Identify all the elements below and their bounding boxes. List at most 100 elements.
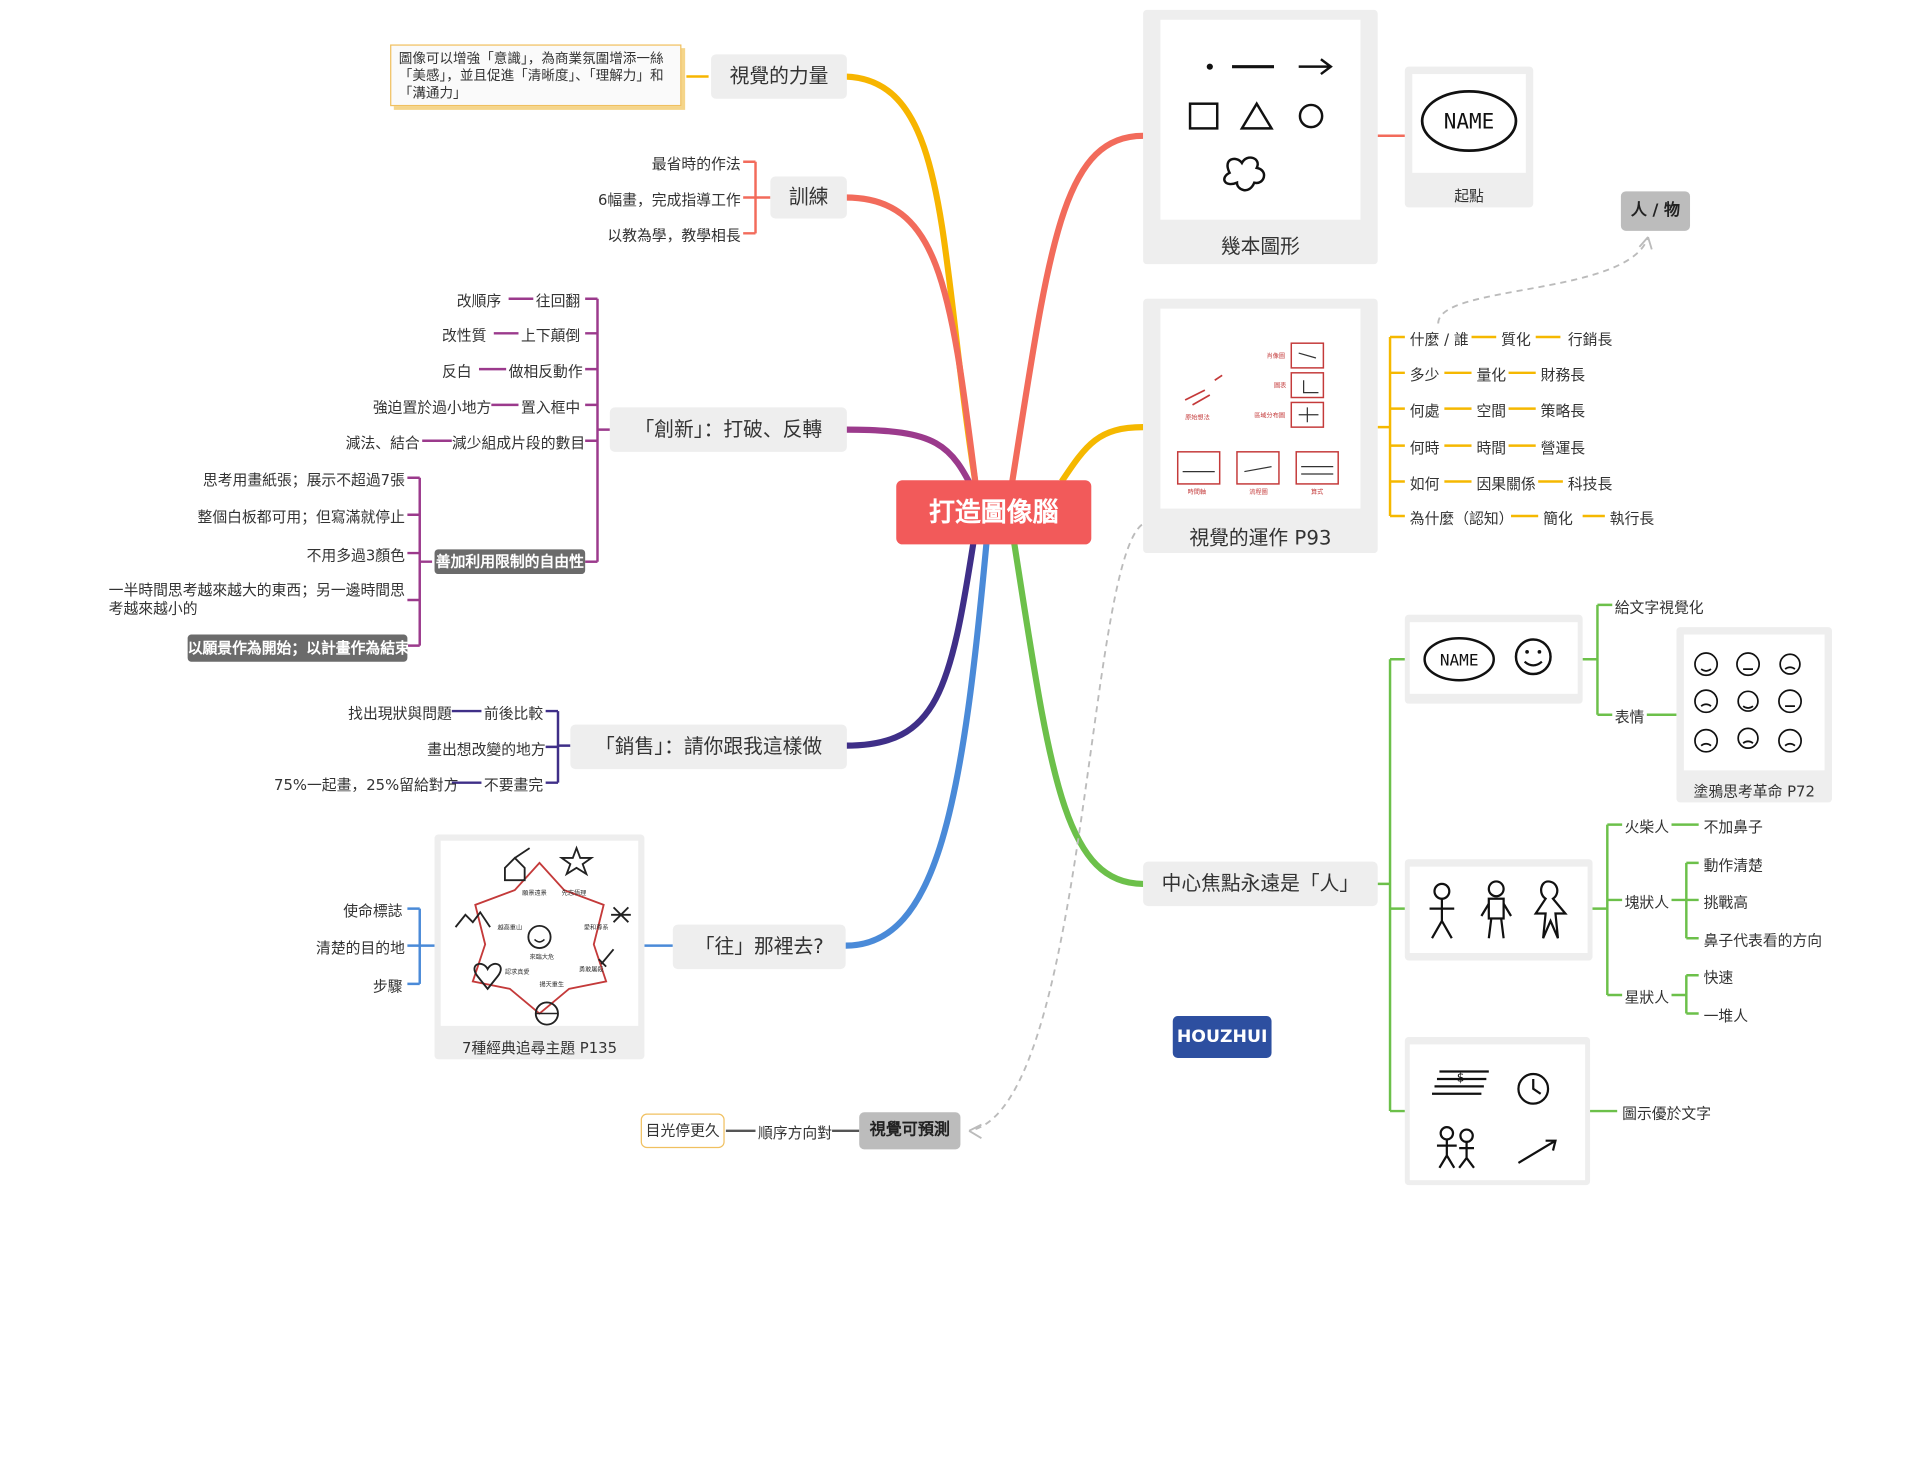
card-visual-operate[interactable]: 肖像圖 圖表 區域分布圖 原始想法 時間軸 流程圖 算式 視覺的運作 P93 xyxy=(1143,298,1378,554)
operate-row2-a[interactable]: 多少 xyxy=(1409,366,1440,384)
dot-shape xyxy=(1206,63,1213,70)
clock-icon xyxy=(1517,1072,1550,1105)
people-fire[interactable]: 火柴人 xyxy=(1624,818,1670,836)
svg-text:NAME: NAME xyxy=(1444,109,1495,133)
people-fire-no-nose[interactable]: 不加鼻子 xyxy=(1703,818,1763,836)
topic-sales[interactable]: 「銷售」：請你跟我這樣做 xyxy=(570,724,847,770)
topic-training[interactable]: 訓練 xyxy=(770,176,847,219)
innovation-item-1b[interactable]: 改順序 xyxy=(456,292,502,310)
people-block[interactable]: 塊狀人 xyxy=(1624,893,1670,912)
innovation-item-4b[interactable]: 強迫置於過小地方 xyxy=(372,398,492,417)
people-star-item-1[interactable]: 快速 xyxy=(1703,969,1734,987)
card-seven-quests-image: 願景遠景 先志悟理 越高重山 來臨大危 愛和尊系 認求真愛 揚天重生 勇敢屠殺 xyxy=(440,840,639,1026)
innovation-freedom[interactable]: 善加利用限制的自由性 xyxy=(434,549,586,575)
go-item-3[interactable]: 步驟 xyxy=(372,977,403,996)
card-basic-shapes[interactable]: 幾本圖形 xyxy=(1143,9,1378,265)
topic-person-object[interactable]: 人 / 物 xyxy=(1620,191,1691,231)
people-block-item-3[interactable]: 鼻子代表看的方向 xyxy=(1703,932,1823,950)
chart-box xyxy=(1290,372,1325,399)
icons-better-than-text[interactable]: 圖示優於文字 xyxy=(1622,1104,1712,1123)
branch-innovation xyxy=(845,426,979,496)
operate-row2-b[interactable]: 量化 xyxy=(1476,366,1507,384)
sales-item-3b[interactable]: 75%一起畫，25%留給對方 xyxy=(274,776,459,794)
icons-drawing: $ xyxy=(1432,1070,1557,1169)
quest-text-1: 願景遠景 xyxy=(522,889,547,897)
svg-text:肖像圖: 肖像圖 xyxy=(1267,352,1285,360)
people-star-item-2[interactable]: 一堆人 xyxy=(1703,1007,1749,1025)
sales-item-2a[interactable]: 畫出想改變的地方 xyxy=(427,740,546,758)
topic-visual-power[interactable]: 視覺的力量 xyxy=(711,54,847,99)
people-block-item-1[interactable]: 動作清楚 xyxy=(1703,856,1763,875)
card-basic-shapes-image xyxy=(1160,19,1361,220)
people-block-item-2[interactable]: 挑戰高 xyxy=(1703,893,1749,912)
predict-item-b[interactable]: 目光停更久 xyxy=(640,1113,725,1149)
operate-row6-a[interactable]: 為什麼（認知） xyxy=(1409,509,1514,528)
card-icons[interactable]: $ xyxy=(1404,1036,1591,1186)
smiley-icon xyxy=(1514,638,1552,676)
operate-row6-b[interactable]: 簡化 xyxy=(1543,509,1573,528)
card-people-types[interactable] xyxy=(1404,859,1593,961)
quest-text-7: 揚天重生 xyxy=(539,980,564,988)
go-item-2[interactable]: 清楚的目的地 xyxy=(316,939,405,957)
operate-row4-c[interactable]: 營運長 xyxy=(1540,439,1586,457)
face-icon-2 xyxy=(1736,652,1761,677)
innovation-item-1a[interactable]: 往回翻 xyxy=(535,292,581,310)
freedom-item-3[interactable]: 不用多過3顏色 xyxy=(306,546,405,565)
card-start-label: 起點 xyxy=(1454,187,1484,205)
house-icon xyxy=(503,847,531,882)
innovation-item-3a[interactable]: 做相反動作 xyxy=(508,362,583,381)
training-item-2[interactable]: 6幅畫，完成指導工作 xyxy=(597,191,741,209)
innovation-item-3b[interactable]: 反白 xyxy=(441,362,472,381)
houzhui-label[interactable]: HOUZHUI xyxy=(1172,1015,1272,1058)
go-item-1[interactable]: 使命標誌 xyxy=(343,902,403,920)
operate-row5-c[interactable]: 科技長 xyxy=(1567,475,1613,493)
six-ways-drawing: 肖像圖 圖表 區域分布圖 原始想法 時間軸 流程圖 算式 xyxy=(1176,342,1339,496)
face-item-visualize[interactable]: 給文字視覺化 xyxy=(1614,598,1704,617)
freedom-item-4[interactable]: 一半時間思考越來越大的東西；另一邊時間思考越來越小的 xyxy=(108,581,405,618)
topic-visual-predict[interactable]: 視覺可預測 xyxy=(859,1112,961,1150)
sales-item-3a[interactable]: 不要畫完 xyxy=(483,776,544,794)
innovation-item-4a[interactable]: 置入框中 xyxy=(520,398,581,417)
sales-item-1a[interactable]: 前後比較 xyxy=(483,704,544,723)
quest-text-3: 越高重山 xyxy=(498,924,523,932)
operate-row5-b[interactable]: 因果關係 xyxy=(1476,475,1536,493)
topic-innovation[interactable]: 「創新」：打破、反轉 xyxy=(609,407,847,452)
card-seven-quests[interactable]: 願景遠景 先志悟理 越高重山 來臨大危 愛和尊系 認求真愛 揚天重生 勇敢屠殺 … xyxy=(434,834,645,1060)
innovation-item-2a[interactable]: 上下顛倒 xyxy=(520,327,581,345)
innovation-item-5b[interactable]: 減法、結合 xyxy=(345,434,420,452)
operate-row5-a[interactable]: 如何 xyxy=(1409,475,1440,493)
operate-row1-b[interactable]: 質化 xyxy=(1501,330,1531,349)
operate-row4-a[interactable]: 何時 xyxy=(1409,439,1440,457)
circle-shape xyxy=(1298,103,1324,129)
card-doodle-revolution[interactable]: 塗鴉思考革命 P72 xyxy=(1676,627,1832,803)
sales-item-1b[interactable]: 找出現狀與問題 xyxy=(348,704,452,723)
operate-row1-c[interactable]: 行銷長 xyxy=(1567,330,1613,349)
innovation-vision[interactable]: 以願景作為開始；以計畫作為結束 xyxy=(187,634,410,662)
operate-row3-c[interactable]: 策略長 xyxy=(1540,402,1586,420)
people-star[interactable]: 星狀人 xyxy=(1624,988,1670,1007)
card-name-face[interactable]: NAME xyxy=(1404,614,1583,704)
training-item-3[interactable]: 以教為學，教學相長 xyxy=(607,227,741,245)
star-icon xyxy=(558,845,595,877)
topic-go[interactable]: 「往」那裡去? xyxy=(672,924,846,970)
innovation-item-2b[interactable]: 改性質 xyxy=(441,327,487,345)
operate-row3-b[interactable]: 空間 xyxy=(1476,402,1507,420)
topic-focus-people[interactable]: 中心焦點永遠是「人」 xyxy=(1143,861,1378,907)
operate-row3-a[interactable]: 何處 xyxy=(1409,402,1440,420)
face-item-expression[interactable]: 表情 xyxy=(1614,708,1645,726)
operate-row1-a[interactable]: 什麼 / 誰 xyxy=(1409,330,1469,349)
innovation-item-5a[interactable]: 減少組成片段的數目 xyxy=(451,434,586,452)
predict-item-a[interactable]: 順序方向對 xyxy=(757,1124,833,1142)
card-start[interactable]: NAME 起點 xyxy=(1404,66,1534,208)
training-item-1[interactable]: 最省時的作法 xyxy=(651,155,741,173)
svg-text:算式: 算式 xyxy=(1311,488,1323,496)
operate-row4-b[interactable]: 時間 xyxy=(1476,439,1507,457)
block-figure-icon xyxy=(1487,880,1505,898)
freedom-item-1[interactable]: 思考用畫紙張；展示不超過7張 xyxy=(202,471,405,489)
operate-row2-c[interactable]: 財務長 xyxy=(1540,366,1586,384)
growth-arrow-icon xyxy=(1517,1139,1557,1164)
freedom-item-2[interactable]: 整個白板都可用；但寫滿就停止 xyxy=(197,508,405,526)
star-figure-icon xyxy=(1533,880,1568,939)
operate-row6-c[interactable]: 執行長 xyxy=(1609,509,1655,528)
root-topic[interactable]: 打造圖像腦 xyxy=(896,480,1092,545)
